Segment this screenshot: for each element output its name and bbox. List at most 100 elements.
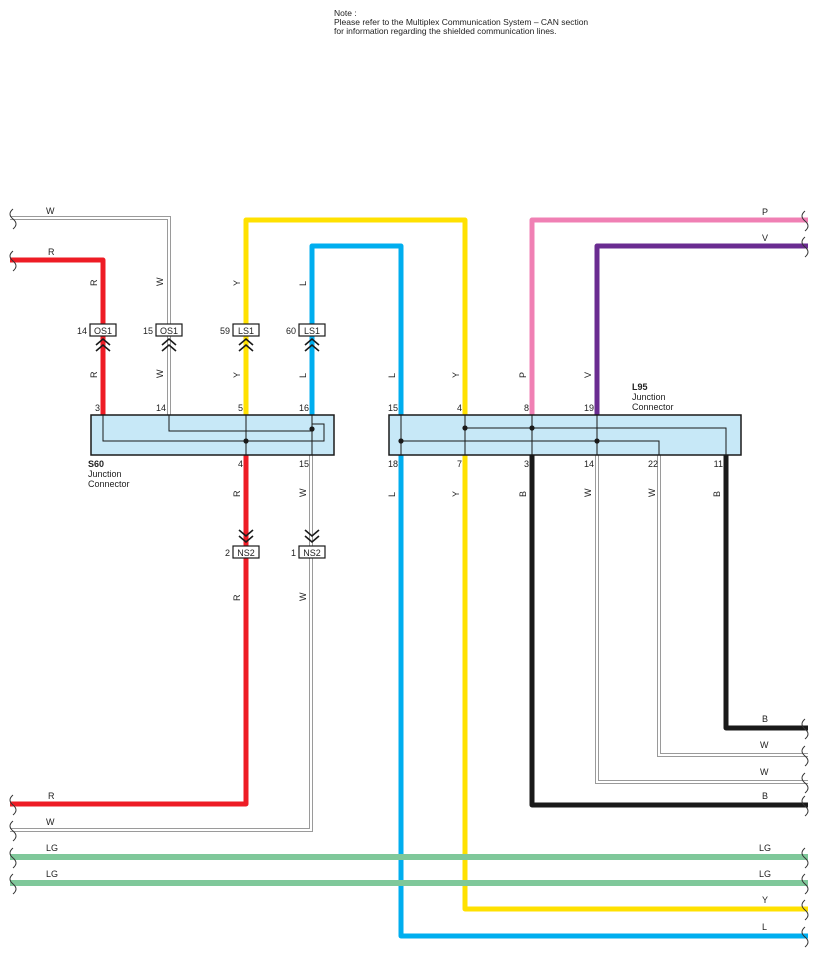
pin-os1-14: 14 <box>77 326 87 336</box>
wire-w-bottom-left <box>10 452 313 832</box>
label-lg-right-1: LG <box>759 843 771 853</box>
connector-os1-b: OS1 15 <box>143 323 183 352</box>
pin-ns2-1: 1 <box>291 548 296 558</box>
label-w-top-left: W <box>46 206 55 216</box>
label-v-right: V <box>762 233 768 243</box>
label-b-v2: B <box>712 491 722 497</box>
colored-wires <box>10 217 808 939</box>
connector-ns2-a: NS2 2 <box>225 529 260 559</box>
s60-code: S60 <box>88 459 104 469</box>
wire-p <box>529 217 808 420</box>
label-l-right: L <box>762 922 767 932</box>
label-w-v6: W <box>298 592 308 601</box>
label-y-v4: Y <box>451 491 461 497</box>
wire-breaks <box>9 208 809 948</box>
pin-s60-4: 4 <box>238 459 243 469</box>
pin-l95-3: 3 <box>524 459 529 469</box>
label-p-right: P <box>762 207 768 217</box>
wire-v <box>594 243 808 420</box>
label-y-right: Y <box>762 895 768 905</box>
wire-y <box>243 217 808 912</box>
connector-ls1-b: LS1 60 <box>286 323 326 352</box>
pin-ls1-60: 60 <box>286 326 296 336</box>
label-w-v3: W <box>298 488 308 497</box>
note-heading: Note : <box>334 8 357 18</box>
label-r-top-left: R <box>48 247 55 257</box>
l95-pin-numbers: 15 4 8 19 18 7 3 14 22 11 <box>388 403 723 469</box>
vertical-wire-labels: R W Y L R W Y L L Y P V R W L Y B W W B … <box>89 277 722 601</box>
os1-b-code: OS1 <box>160 326 178 336</box>
label-w-right-1: W <box>760 740 769 750</box>
pin-s60-5: 5 <box>238 403 243 413</box>
note-line-2: for information regarding the shielded c… <box>334 26 557 36</box>
label-l-v4: L <box>387 492 397 497</box>
pin-l95-4: 4 <box>457 403 462 413</box>
label-r-v4: R <box>232 594 242 601</box>
pin-s60-14: 14 <box>156 403 166 413</box>
pin-s60-15: 15 <box>299 459 309 469</box>
label-w-right-2: W <box>760 767 769 777</box>
pin-l95-15: 15 <box>388 403 398 413</box>
wire-l <box>309 243 808 939</box>
label-b-right-1: B <box>762 714 768 724</box>
wire-r-top <box>10 257 106 420</box>
label-lg-left-1: LG <box>46 843 58 853</box>
wire-w-top-left <box>10 216 171 420</box>
inline-connectors-top: OS1 14 OS1 15 LS1 59 LS1 60 <box>77 323 326 352</box>
pin-s60-16: 16 <box>299 403 309 413</box>
note: Note : Please refer to the Multiplex Com… <box>334 9 588 36</box>
connector-os1-a: OS1 14 <box>77 323 117 352</box>
pin-l95-19: 19 <box>584 403 594 413</box>
pin-os1-15: 15 <box>143 326 153 336</box>
label-w-v2: W <box>155 369 165 378</box>
label-l-v1: L <box>298 281 308 286</box>
label-l-v2: L <box>298 373 308 378</box>
ns2-a-code: NS2 <box>237 548 255 558</box>
note-line-1: Please refer to the Multiplex Communicat… <box>334 17 589 27</box>
ns2-b-code: NS2 <box>303 548 321 558</box>
pin-l95-14: 14 <box>584 459 594 469</box>
label-b-right-2: B <box>762 791 768 801</box>
l95-code: L95 <box>632 382 648 392</box>
l95-name-2: Connector <box>632 402 674 412</box>
label-lg-left-2: LG <box>46 869 58 879</box>
ls1-b-code: LS1 <box>304 326 320 336</box>
label-v-v1: V <box>583 372 593 378</box>
pin-l95-8: 8 <box>524 403 529 413</box>
pin-l95-22: 22 <box>648 459 658 469</box>
wire-b-right-2 <box>529 455 808 808</box>
connector-ls1-a: LS1 59 <box>220 323 260 352</box>
label-lg-right-2: LG <box>759 869 771 879</box>
wire-w-right-2 <box>595 455 808 784</box>
inline-connectors-bottom: NS2 2 NS2 1 <box>225 529 326 559</box>
horizontal-wire-labels: W R R W LG LG P V B W W B LG LG Y L <box>46 206 771 932</box>
s60-pin-numbers: 3 14 5 16 4 15 <box>95 403 309 469</box>
pin-ls1-59: 59 <box>220 326 230 336</box>
l95-name-1: Junction <box>632 392 666 402</box>
wire-w-right-1 <box>657 455 808 757</box>
label-y-v3: Y <box>451 372 461 378</box>
pin-l95-7: 7 <box>457 459 462 469</box>
junction-connector-l95: L95 Junction Connector <box>388 382 742 456</box>
label-w-v4: W <box>583 488 593 497</box>
label-r-v1: R <box>89 279 99 286</box>
junction-connector-s60: S60 Junction Connector <box>88 414 335 489</box>
label-r-v2: R <box>89 371 99 378</box>
os1-a-code: OS1 <box>94 326 112 336</box>
pin-l95-11: 11 <box>714 459 723 469</box>
wire-r-bottom <box>10 452 249 807</box>
label-w-bottom-left: W <box>46 817 55 827</box>
label-w-v5: W <box>647 488 657 497</box>
ls1-a-code: LS1 <box>238 326 254 336</box>
connector-ns2-b: NS2 1 <box>291 529 326 559</box>
label-p-v1: P <box>518 372 528 378</box>
label-y-v2: Y <box>232 372 242 378</box>
label-w-v1: W <box>155 277 165 286</box>
s60-name-1: Junction <box>88 469 122 479</box>
label-b-v1: B <box>518 491 528 497</box>
wire-b-right-1 <box>723 455 808 731</box>
pin-ns2-2: 2 <box>225 548 230 558</box>
pin-s60-3: 3 <box>95 403 100 413</box>
white-wires <box>10 216 808 832</box>
s60-name-2: Connector <box>88 479 130 489</box>
